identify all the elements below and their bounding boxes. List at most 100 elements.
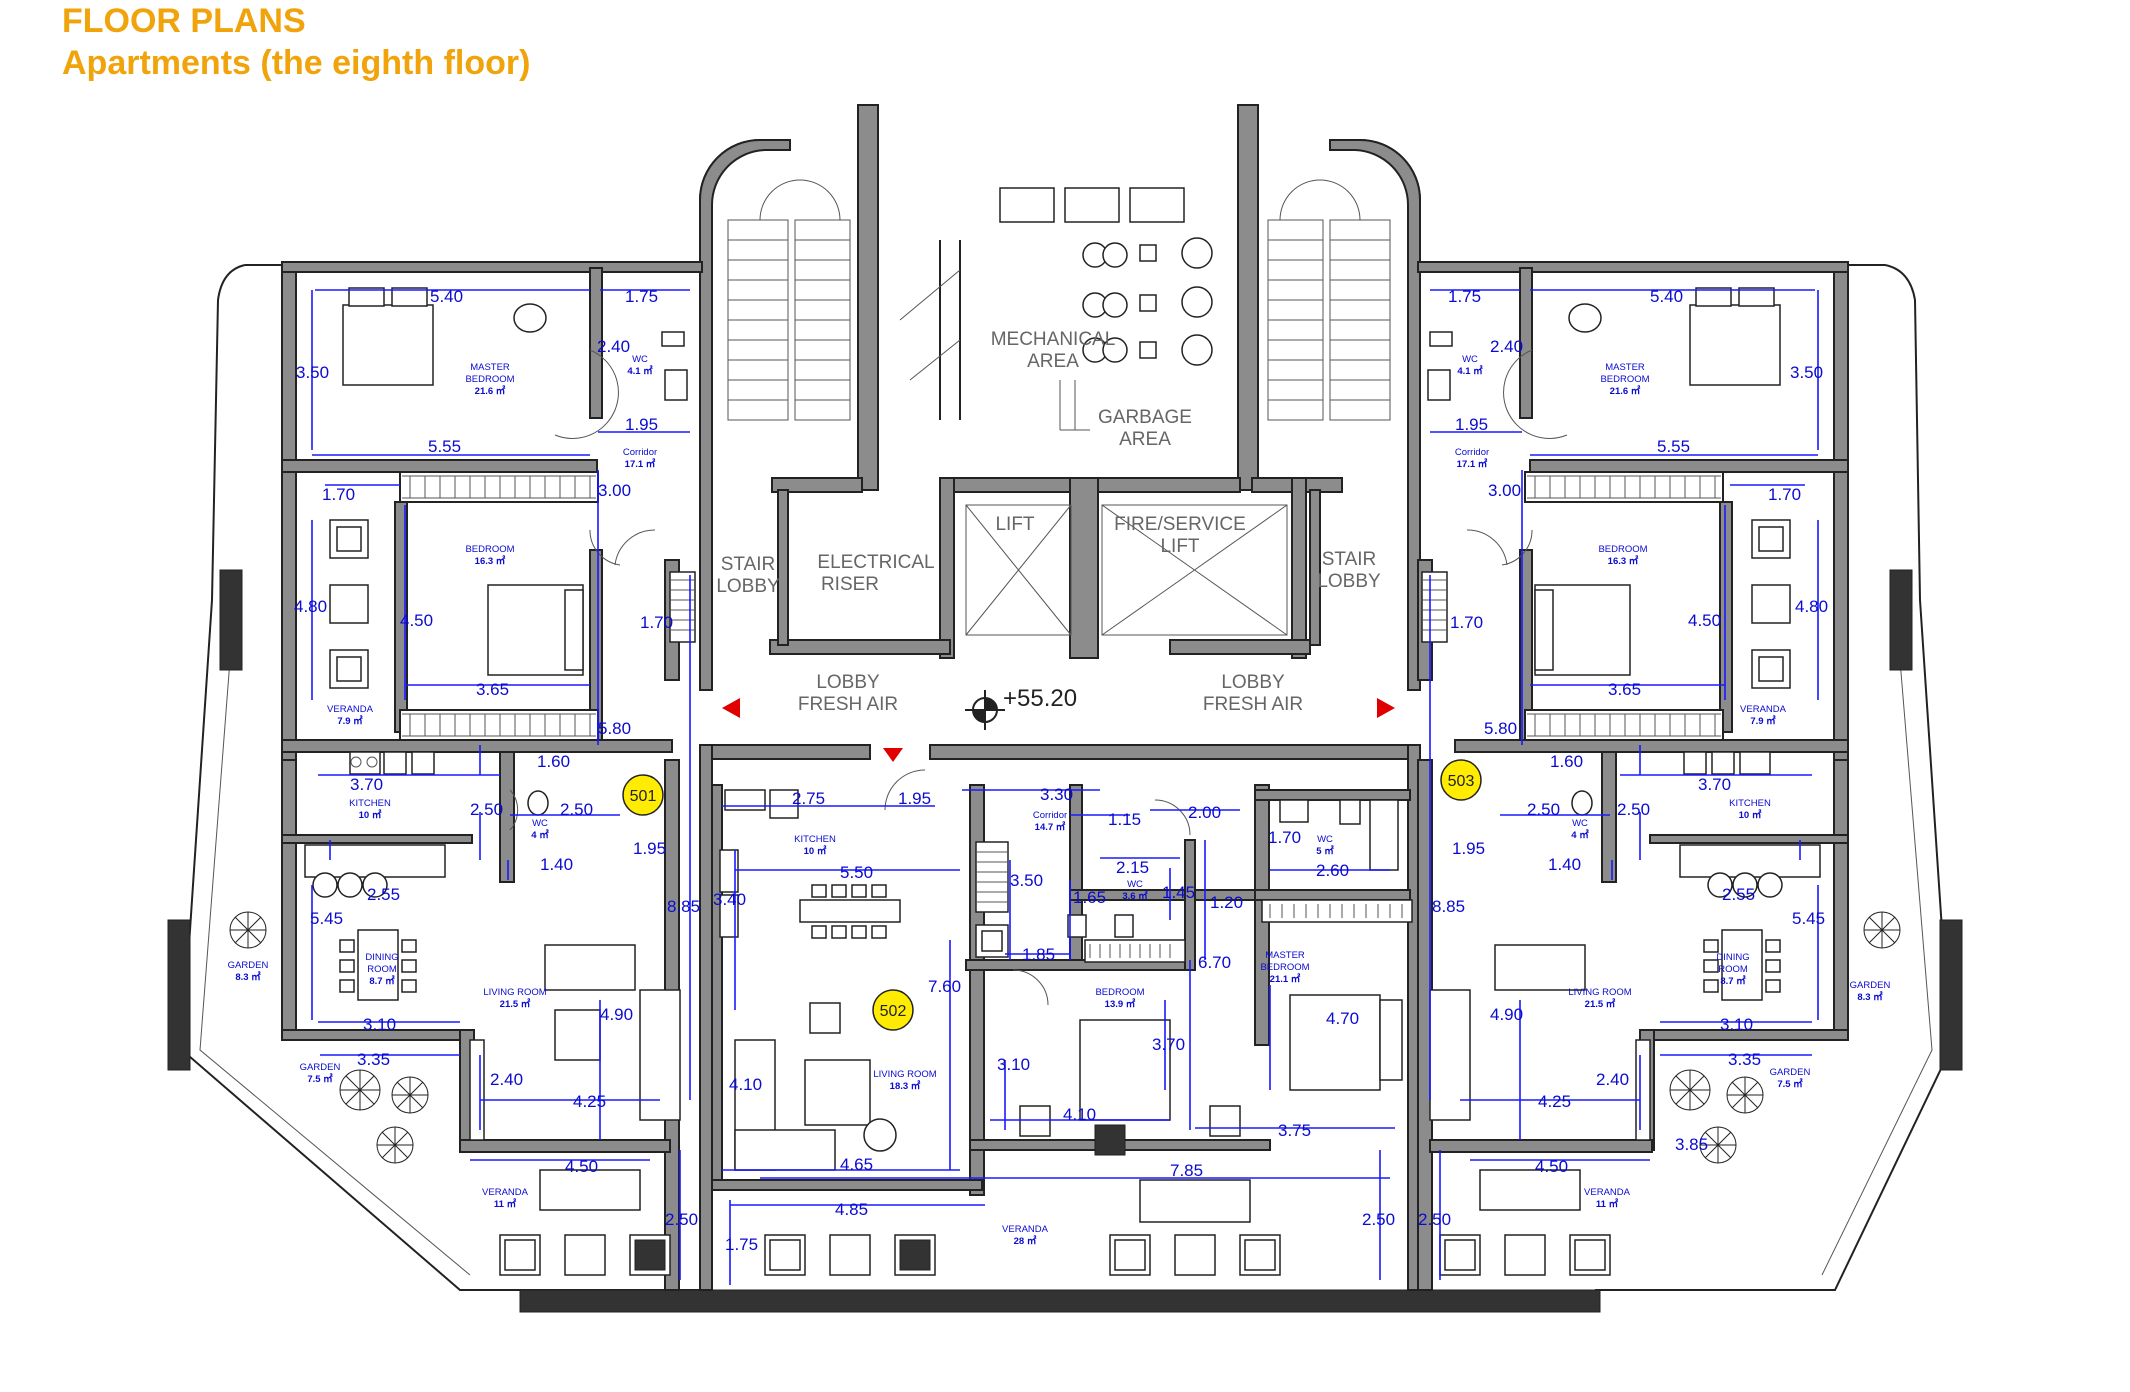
rooms-r503-garden2-name: GARDEN <box>1770 1067 1811 1078</box>
rooms-r501-kitchen-area: 10 ㎡ <box>359 809 382 821</box>
garbage-label-1: GARBAGE <box>1098 407 1192 428</box>
dimensions-d501-7: 1.70 <box>322 485 355 504</box>
lobby-fresh-air-right-2: FRESH AIR <box>1203 694 1303 715</box>
dimensions-d501-5: 5.55 <box>428 437 461 456</box>
column-right <box>1889 569 1913 671</box>
rooms-r503-veranda2-area: 11 ㎡ <box>1596 1198 1619 1210</box>
rooms-r501-wc1-name: WC <box>632 354 648 365</box>
dimensions-d501-6: 3.00 <box>598 481 631 500</box>
dimensions-d503-1: 5.40 <box>1650 287 1683 306</box>
tree-icon <box>1863 911 1901 949</box>
dimensions-d501-19: 2.55 <box>367 885 400 904</box>
stairs-right <box>1267 179 1391 421</box>
elevation-mark: +55.20 <box>965 685 1077 730</box>
dimensions-d503-23: 3.10 <box>1720 1015 1753 1034</box>
mechanical-label-1: MECHANICAL <box>991 329 1116 350</box>
dimensions-d502-20: 4.10 <box>729 1075 762 1094</box>
rooms-r501-dining-name-0: DINING <box>365 952 398 963</box>
dimensions-d502-19: 3.10 <box>997 1055 1030 1074</box>
dimensions-d503-7: 1.70 <box>1768 485 1801 504</box>
rooms-r503-veranda1-area: 7.9 ㎡ <box>1750 715 1776 727</box>
rooms-r503-veranda2-name: VERANDA <box>1584 1187 1631 1198</box>
dimensions-d503-5: 5.55 <box>1657 437 1690 456</box>
dimension-lines: 5.40 1.75 3.50 2.40 1.95 5.55 3.00 1.70 … <box>294 287 1828 1285</box>
apartment-tag-503-label: 503 <box>1448 773 1475 790</box>
dimensions-d501-26: 4.25 <box>573 1092 606 1111</box>
rooms-r502-veranda-area: 28 ㎡ <box>1014 1235 1037 1247</box>
dimensions-d501-9: 4.50 <box>400 611 433 630</box>
dimensions-d501-10: 3.65 <box>476 680 509 699</box>
dimensions-d501-16: 2.50 <box>560 800 593 819</box>
dimensions-d503-6: 3.00 <box>1488 481 1521 500</box>
arrow-down-icon <box>883 748 903 762</box>
dimensions-d503-14: 3.70 <box>1698 775 1731 794</box>
dimensions-d502-10: 3.40 <box>713 890 746 909</box>
dimensions-d503-28: 4.50 <box>1535 1157 1568 1176</box>
rooms-r502-kitchen-area: 10 ㎡ <box>804 845 827 857</box>
rooms-r501-veranda1-area: 7.9 ㎡ <box>337 715 363 727</box>
rooms-r503-kitchen-name: KITCHEN <box>1729 798 1771 809</box>
dimensions-d503-17: 1.95 <box>1452 839 1485 858</box>
dimensions-d501-8: 4.80 <box>294 597 327 616</box>
dimensions-d502-14: 1.85 <box>1022 945 1055 964</box>
rooms-r502-bedroom-area: 13.9 ㎡ <box>1105 998 1136 1010</box>
mechanical-label-2: AREA <box>1027 351 1079 372</box>
rooms-r502-wc1-name: WC <box>1317 834 1333 845</box>
rooms-r503-living-name: LIVING ROOM <box>1568 987 1631 998</box>
dimensions-d502-18: 3.70 <box>1152 1035 1185 1054</box>
dimensions-d501-12: 5.80 <box>598 719 631 738</box>
dimensions-d503-0: 1.75 <box>1448 287 1481 306</box>
tree-icon <box>229 911 267 949</box>
dimensions-d502-6: 3.50 <box>1010 871 1043 890</box>
dimensions-d501-24: 3.35 <box>357 1050 390 1069</box>
dimensions-d501-3: 2.40 <box>597 337 630 356</box>
rooms-r501-dining-name-1: ROOM <box>367 964 397 975</box>
dimensions-d503-2: 2.40 <box>1490 337 1523 356</box>
dimensions-d501-22: 3.10 <box>363 1015 396 1034</box>
stairs-left <box>727 179 851 421</box>
dimensions-d503-27: 3.85 <box>1675 1135 1708 1154</box>
dimensions-d502-3: 1.15 <box>1108 810 1141 829</box>
lift-label: LIFT <box>995 514 1034 535</box>
arrow-left-icon <box>722 698 740 718</box>
dimensions-d503-13: 1.60 <box>1550 752 1583 771</box>
rooms-r502-master-bedroom-area: 21.1 ㎡ <box>1270 973 1301 985</box>
dimensions-d501-28: 2.50 <box>665 1210 698 1229</box>
dimensions-d501-0: 5.40 <box>430 287 463 306</box>
dimensions-d502-21: 4.10 <box>1063 1105 1096 1124</box>
dimensions-d502-0: 2.75 <box>792 789 825 808</box>
dimensions-d502-27: 2.50 <box>1362 1210 1395 1229</box>
dimensions-d501-27: 4.50 <box>565 1157 598 1176</box>
rooms-r502-veranda-name: VERANDA <box>1002 1224 1049 1235</box>
dimensions-d501-23: 4.90 <box>600 1005 633 1024</box>
dimensions-d502-5: 5.50 <box>840 863 873 882</box>
rooms-r501-dining-area: 8.7 ㎡ <box>369 975 395 987</box>
rooms-r501-corridor-name: Corridor <box>623 447 657 458</box>
apartment-tag-502-label: 502 <box>880 1003 907 1020</box>
rooms-r503-wc1-name: WC <box>1462 354 1478 365</box>
rooms-r502-corridor-name: Corridor <box>1033 810 1067 821</box>
dimensions-d503-12: 5.80 <box>1484 719 1517 738</box>
dimensions-d503-10: 1.70 <box>1450 613 1483 632</box>
dimensions-d501-1: 1.75 <box>625 287 658 306</box>
lobby-fresh-air-left-2: FRESH AIR <box>798 694 898 715</box>
rooms-r502-wc1-area: 5 ㎡ <box>1316 845 1334 857</box>
rooms-r501-wc1-area: 4.1 ㎡ <box>627 365 653 377</box>
rooms-r503-wc1-area: 4.1 ㎡ <box>1457 365 1483 377</box>
apartment-501: 501 MASTER BEDROOM 21.6 ㎡ WC 4.1 ㎡ Corri… <box>228 261 703 1291</box>
direction-arrows <box>722 698 1395 762</box>
dimensions-d503-16: 2.50 <box>1617 800 1650 819</box>
rooms-r501-veranda2-area: 11 ㎡ <box>494 1198 517 1210</box>
rooms-r503-dining-name-0: DINING <box>1716 952 1749 963</box>
dimensions-d502-9: 2.60 <box>1316 861 1349 880</box>
rooms-r503-master-bedroom-name-0: MASTER <box>1605 362 1645 373</box>
fire-lift-label-2: LIFT <box>1160 536 1199 557</box>
dimensions-d503-22: 4.90 <box>1490 1005 1523 1024</box>
page-subtitle: Apartments (the eighth floor) <box>62 44 531 82</box>
dimensions-d501-4: 1.95 <box>625 415 658 434</box>
column-right-2 <box>1939 919 1963 1071</box>
dimensions-d501-13: 1.60 <box>537 752 570 771</box>
dimensions-d502-22: 3.75 <box>1278 1121 1311 1140</box>
rooms-r502-living-area: 18.3 ㎡ <box>890 1080 921 1092</box>
electrical-label-1: ELECTRICAL <box>817 552 934 573</box>
